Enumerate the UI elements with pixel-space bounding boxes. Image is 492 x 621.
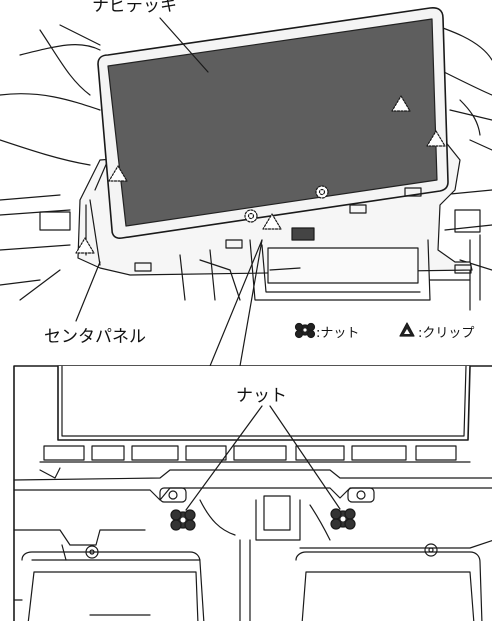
clip-marker [426, 130, 446, 147]
navi-device-label: ナビデッキ [92, 0, 177, 16]
nut-icon [294, 322, 316, 339]
nut-markers [244, 185, 329, 223]
clip-marker [262, 213, 282, 230]
clip-marker [75, 237, 95, 254]
zoom-connector-left [209, 239, 263, 367]
navi-device-top [97, 7, 472, 274]
navi-device-leader [159, 17, 209, 73]
legend-nut-label: :ナット [316, 326, 360, 341]
nut-leader-left [185, 405, 263, 511]
nut-marker [244, 209, 258, 223]
zoom-connector-right [239, 239, 263, 367]
center-panel-leader [75, 261, 101, 322]
clip-marker [108, 165, 128, 182]
center-panel-label: センタパネル [44, 327, 146, 347]
clip-icon [399, 322, 415, 337]
zoom-view [13, 365, 492, 621]
clip-marker [391, 95, 411, 112]
nut-callout-label: ナット [236, 386, 287, 406]
nut-leader-right [269, 405, 341, 510]
nut-right [330, 508, 356, 530]
legend-clip-label: :クリップ [418, 326, 475, 341]
clip-markers [75, 95, 446, 254]
lower-console-top [179, 239, 471, 301]
nut-marker [315, 185, 329, 199]
nut-left [170, 509, 196, 531]
legend-icons [294, 322, 415, 339]
